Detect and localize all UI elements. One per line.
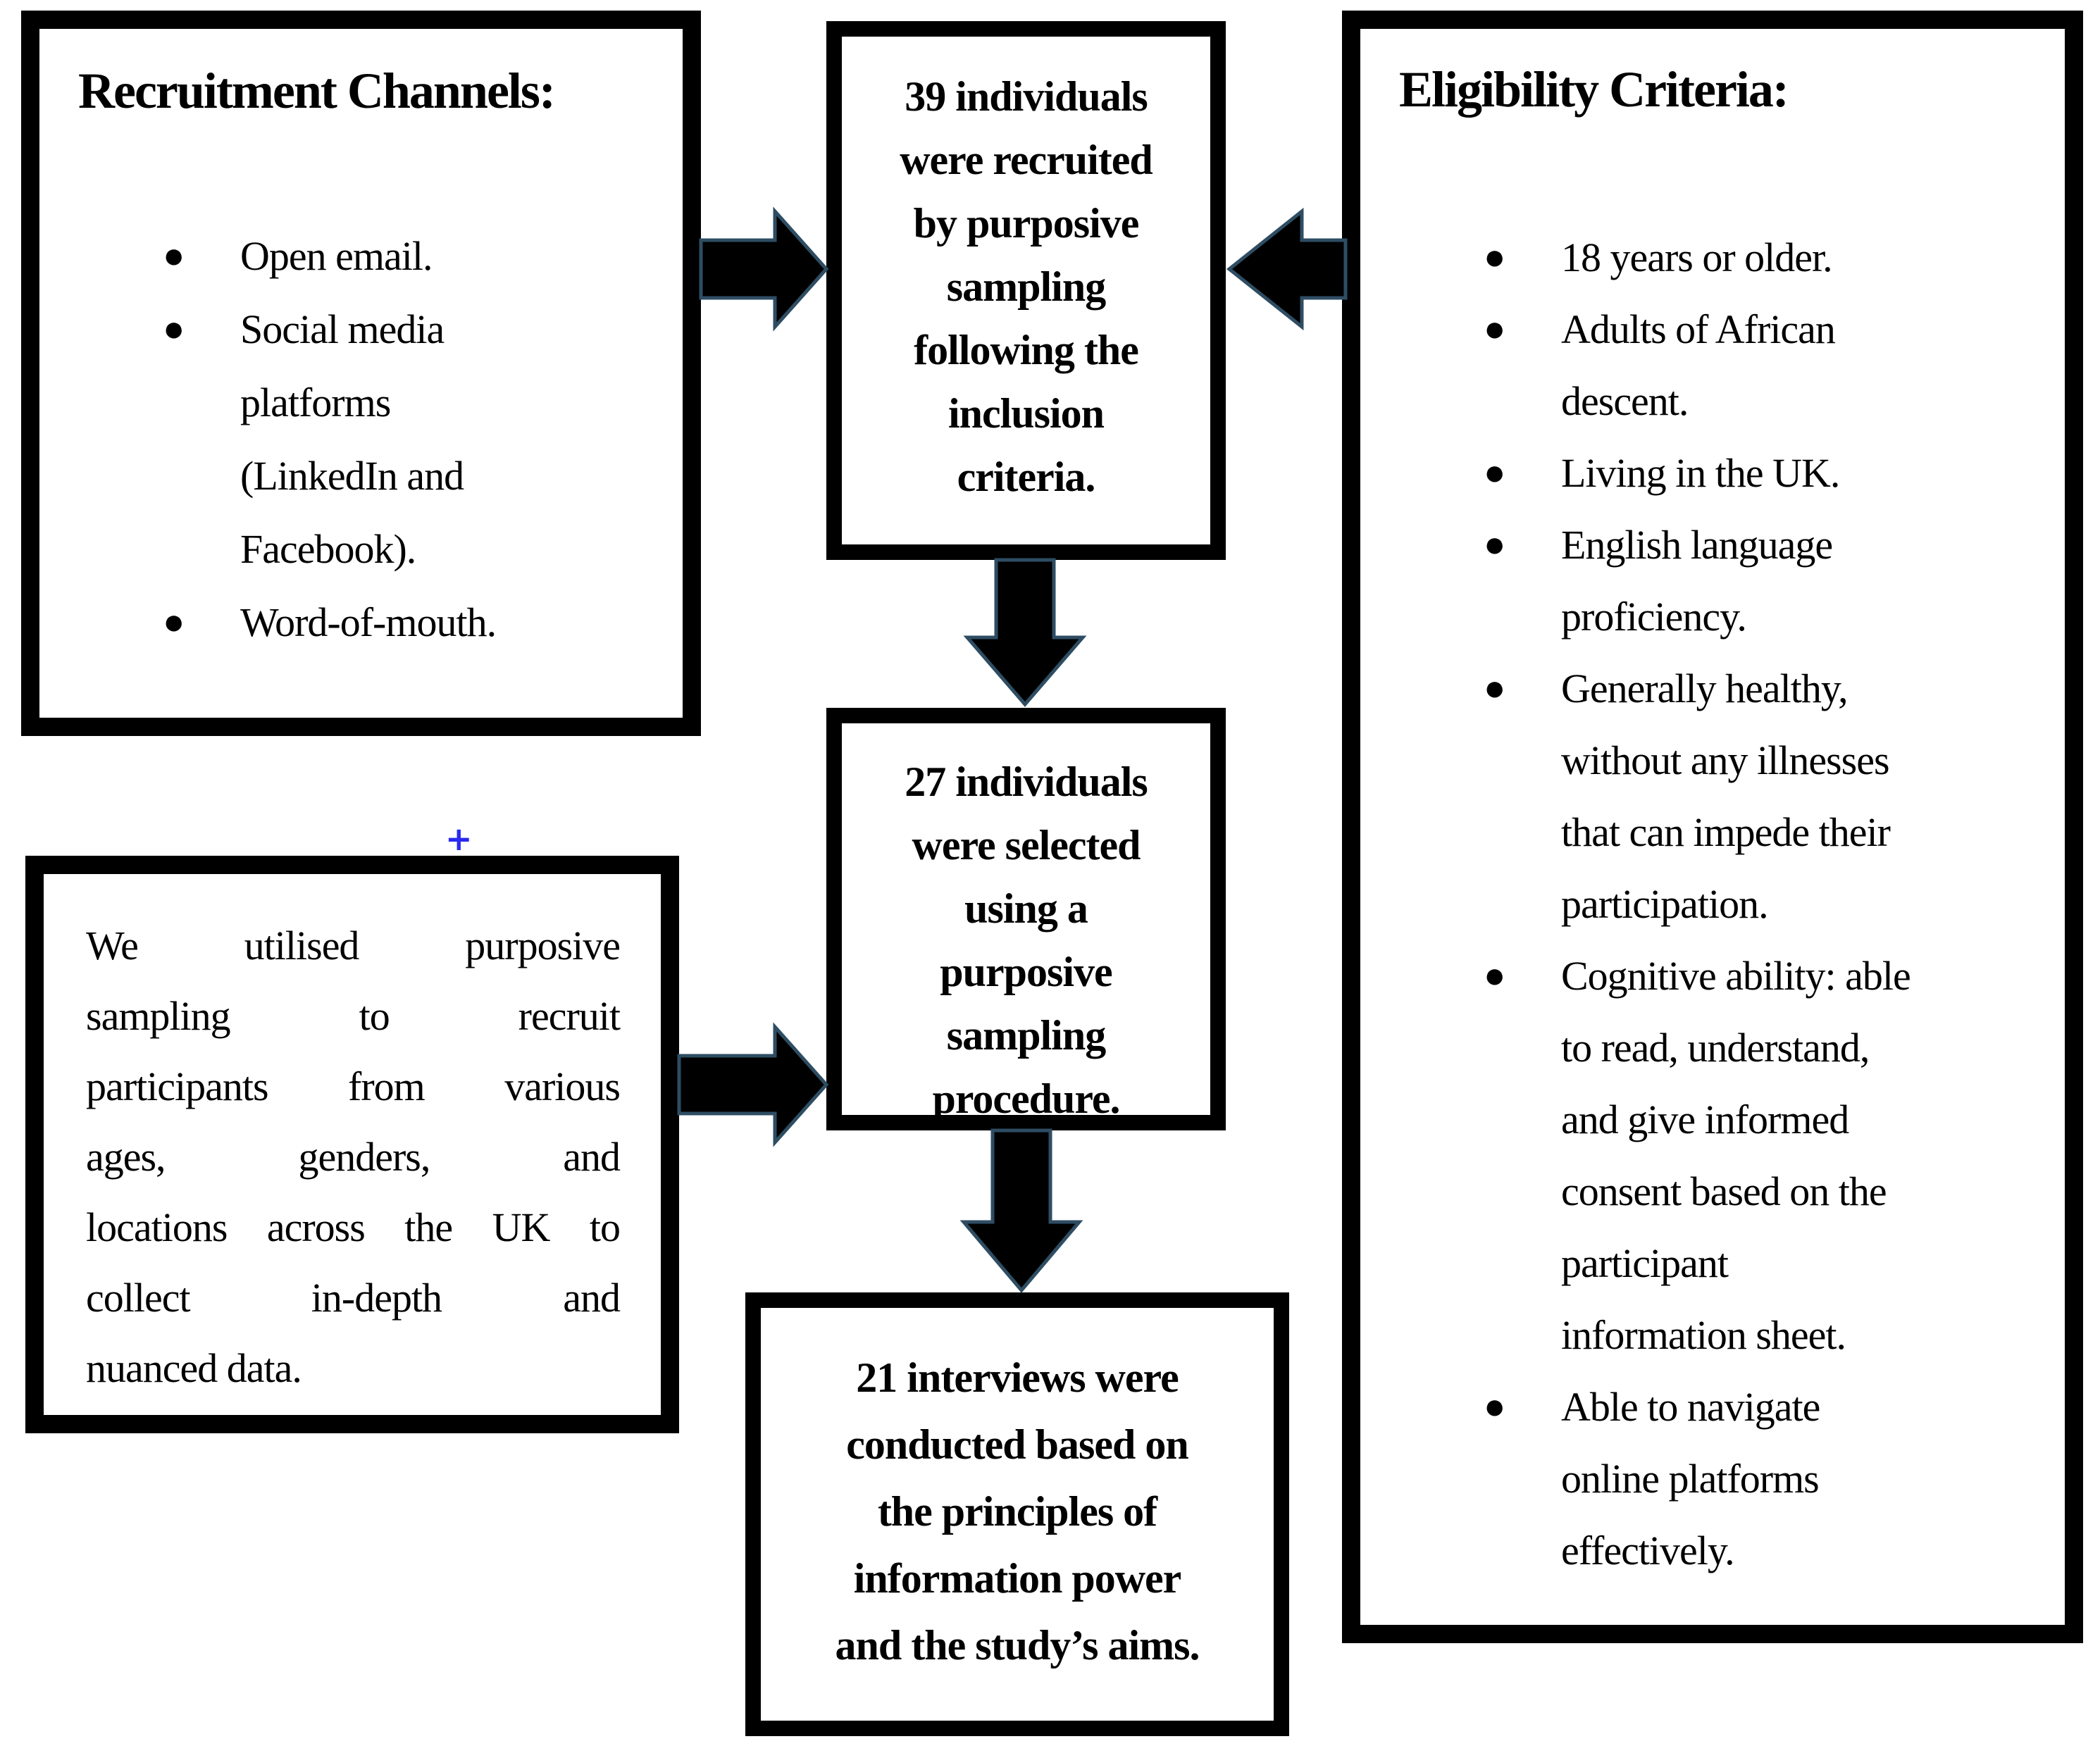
- arrow-right-paragraph-to-27-icon: [677, 1022, 829, 1147]
- recruitment-channels-list: ● Open email. ● Social media platforms (…: [78, 220, 654, 659]
- recruited-39-text: 39 individuals were recruited by purposi…: [900, 73, 1153, 500]
- eligibility-criteria-list: ● 18 years or older. ● Adults of African…: [1399, 222, 2044, 1587]
- bullet-icon: ●: [1484, 524, 1506, 565]
- eligibility-criteria-box: Eligibility Criteria: ● 18 years or olde…: [1342, 11, 2083, 1643]
- list-item: ● Generally healthy, without any illness…: [1484, 653, 2044, 940]
- list-item-text: Able to navigate online platforms effect…: [1561, 1383, 1820, 1573]
- list-item: ● Able to navigate online platforms effe…: [1484, 1371, 2044, 1587]
- list-item-text: Living in the UK.: [1561, 449, 1840, 496]
- list-item: ● Social media platforms (LinkedIn and F…: [163, 293, 654, 586]
- list-item-text: Social media platforms (LinkedIn and Fac…: [240, 306, 464, 572]
- list-item-text: Generally healthy, without any illnesses…: [1561, 665, 1891, 927]
- paragraph-line: We utilised purposive: [86, 923, 621, 968]
- bullet-icon: ●: [1484, 308, 1506, 349]
- list-item: ● Living in the UK.: [1484, 437, 2044, 509]
- list-item: ● 18 years or older.: [1484, 222, 2044, 294]
- paragraph-line: participants from various: [86, 1064, 621, 1109]
- selected-27-text: 27 individuals were selected using a pur…: [905, 759, 1148, 1122]
- list-item: ● Word-of-mouth.: [163, 586, 654, 659]
- eligibility-criteria-heading: Eligibility Criteria:: [1399, 61, 1789, 118]
- list-item-text: 18 years or older.: [1561, 234, 1833, 280]
- list-item-text: English language proficiency.: [1561, 521, 1833, 640]
- bullet-icon: ●: [1484, 668, 1506, 709]
- bullet-icon: ●: [1484, 955, 1506, 996]
- paragraph-line: collect in-depth and: [86, 1275, 621, 1321]
- arrow-down-39-to-27-icon: [963, 558, 1087, 707]
- list-item: ● Adults of African descent.: [1484, 294, 2044, 437]
- list-item: ● English language proficiency.: [1484, 509, 2044, 653]
- bullet-icon: ●: [163, 235, 185, 276]
- recruited-39-box: 39 individuals were recruited by purposi…: [826, 21, 1226, 560]
- arrow-left-eligibility-to-39-icon: [1226, 207, 1348, 331]
- list-item-text: Adults of African descent.: [1561, 306, 1836, 424]
- bullet-icon: ●: [163, 308, 185, 349]
- recruitment-channels-box: Recruitment Channels: ● Open email. ● So…: [21, 11, 701, 736]
- paragraph-line: ages, genders, and: [86, 1134, 621, 1180]
- interviews-21-box: 21 interviews were conducted based on th…: [745, 1292, 1289, 1736]
- arrow-right-recruitment-to-39-icon: [699, 206, 829, 332]
- paragraph-line: nuanced data.: [86, 1345, 302, 1391]
- list-item-text: Open email.: [240, 232, 433, 279]
- list-item: ● Cognitive ability: able to read, under…: [1484, 940, 2044, 1371]
- paragraph-line: sampling to recruit: [86, 993, 621, 1039]
- list-item-text: Word-of-mouth.: [240, 599, 497, 645]
- purposive-sampling-paragraph-box: We utilised purposive sampling to recrui…: [25, 856, 679, 1433]
- bullet-icon: ●: [163, 601, 185, 642]
- selected-27-box: 27 individuals were selected using a pur…: [826, 708, 1226, 1130]
- bullet-icon: ●: [1484, 1386, 1506, 1427]
- paragraph-line: locations across the UK to: [86, 1204, 621, 1250]
- interviews-21-text: 21 interviews were conducted based on th…: [835, 1354, 1200, 1669]
- bullet-icon: ●: [1484, 237, 1506, 278]
- list-item: ● Open email.: [163, 220, 654, 293]
- blue-plus-annotation-mark: +: [445, 820, 473, 858]
- list-item-text: Cognitive ability: able to read, underst…: [1561, 952, 1911, 1358]
- bullet-icon: ●: [1484, 452, 1506, 493]
- recruitment-channels-heading: Recruitment Channels:: [78, 63, 556, 119]
- arrow-down-27-to-21-icon: [959, 1128, 1083, 1293]
